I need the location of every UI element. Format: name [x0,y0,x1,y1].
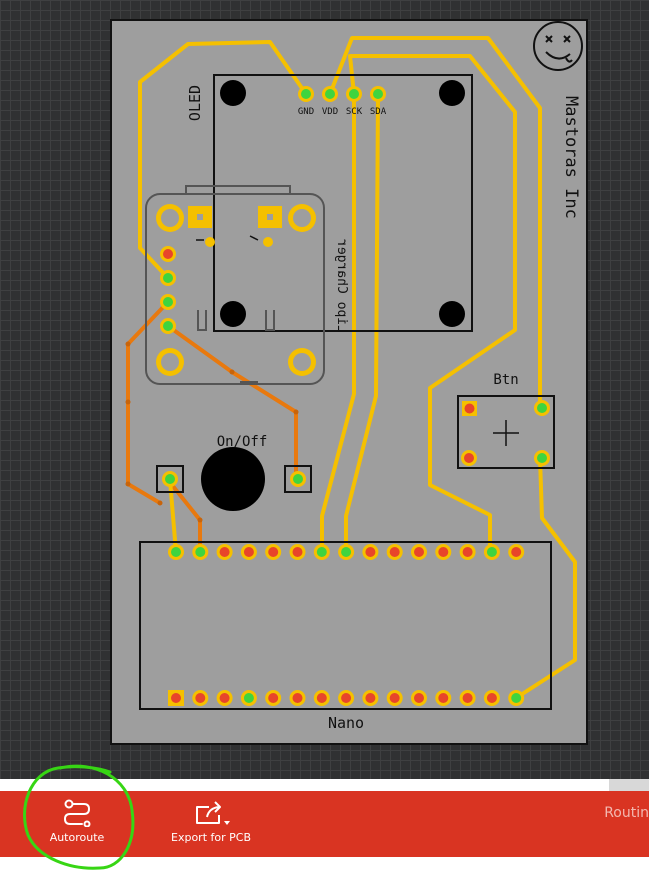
nano-pin-center [219,693,230,703]
nano-pin-center [171,547,181,557]
pcb-board-view[interactable]: OLED GND VDD SCK SDA Mastoras Inc Lipo C… [0,0,649,779]
pcb-board[interactable] [110,19,588,745]
nano-pin-center [462,547,473,557]
switch-pins[interactable] [156,465,312,493]
nano-label: Nano [328,714,364,732]
nano-module[interactable] [139,541,552,710]
smiley-logo-icon [533,21,583,71]
switch-label: On/Off [217,434,268,450]
oled-module[interactable] [213,74,473,332]
nano-pin-center [511,693,522,703]
nano-pin-center [389,693,400,703]
lipo-inner-marks [197,310,275,331]
oled-label: OLED [186,85,204,121]
nano-pin-center [486,693,497,703]
nano-pin-center [316,693,327,703]
routing-tab-label[interactable]: Routin [604,805,649,821]
oled-mount-holes [220,80,465,327]
nano-pin-center [341,693,352,703]
oled-pin-vdd-label: VDD [322,107,338,117]
autoroute-icon [63,799,91,827]
export-for-pcb-button[interactable]: Export for PCB [156,791,266,857]
nano-pin-center [414,693,424,703]
nano-pin-center [243,547,254,557]
bottom-toolbar: Autoroute Export for PCB Routin [0,791,649,857]
nano-pin-center [365,547,376,557]
nano-pin-center [438,693,449,703]
footer-strip [0,857,649,874]
button-crosshair [493,420,519,446]
orange-trace-bends [125,341,299,523]
lipo-pins[interactable] [160,246,176,334]
nano-pin-center [486,547,497,557]
switch-body[interactable] [201,447,265,511]
oled-pins[interactable] [298,86,386,102]
nano-pin-center [511,547,522,557]
yellow-traces [138,36,577,700]
nano-pin-center [292,693,303,703]
nano-bottom-pins[interactable] [168,690,525,706]
lipo-charger-module[interactable] [145,193,325,385]
nano-pin-center [243,693,254,703]
button-label: Btn [493,372,518,388]
dropdown-chevron-icon [224,821,230,825]
oled-pin-gnd-label: GND [298,107,314,117]
export-icon [196,801,230,825]
nano-top-pins[interactable] [168,544,525,560]
nano-pin-center [414,547,424,557]
nano-pin-center [365,693,376,703]
nano-pin-center [341,547,352,557]
export-label: Export for PCB [171,831,251,844]
nano-pin-center [462,693,473,703]
nano-pin-center [195,547,206,557]
lipo-mount-pads [156,204,316,376]
nano-pin-center [268,693,279,703]
nano-pin-center [389,547,400,557]
nano-pin-center [171,693,181,703]
oled-pin-sda-label: SDA [370,107,387,117]
usb-port-outline [185,185,291,194]
autoroute-label: Autoroute [49,831,105,844]
nano-pin-center [316,547,327,557]
nano-pin-center [292,547,303,557]
lipo-label: Lipo Charger [334,239,349,333]
brand-label: Mastoras Inc [561,96,581,219]
nano-pin-center [438,547,449,557]
nano-pin-center [195,693,206,703]
autoroute-button[interactable]: Autoroute [22,791,132,857]
horizontal-scrollbar-thumb[interactable] [609,779,649,791]
button-footprint[interactable] [457,395,555,469]
nano-pin-center [219,547,230,557]
oled-pin-sck-label: SCK [346,107,363,117]
usb-smd-pads [188,206,282,247]
button-pins[interactable] [461,400,550,466]
nano-pin-center [268,547,279,557]
